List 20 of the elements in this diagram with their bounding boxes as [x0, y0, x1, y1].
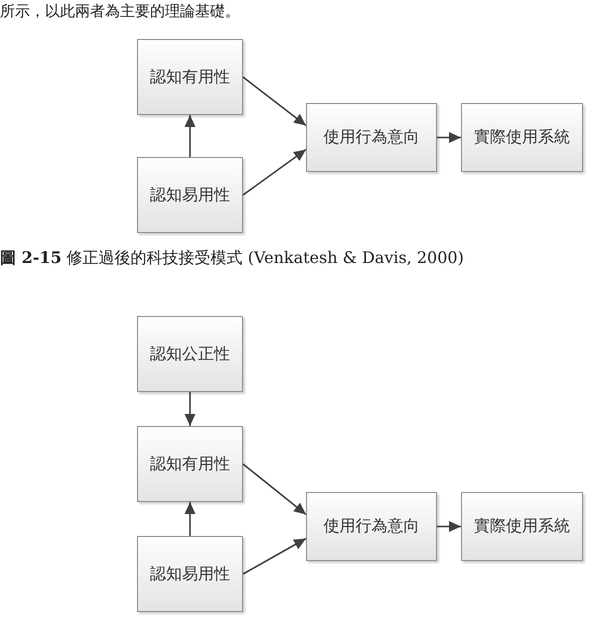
concept-box: 認知公正性 [137, 316, 243, 392]
concept-box: 認知有用性 [137, 39, 243, 115]
concept-box: 實際使用系統 [461, 103, 583, 172]
arrow [242, 148, 306, 196]
figure-caption: 圖 2-15 修正過後的科技接受模式 (Venkatesh & Davis, 2000) [0, 248, 464, 269]
text-line: 所示，以此兩者為主要的理論基礎。 [0, 2, 240, 21]
arrow [242, 76, 306, 126]
concept-box: 認知易用性 [137, 536, 243, 612]
concept-box: 使用行為意向 [306, 103, 437, 172]
arrow [242, 538, 306, 575]
concept-box: 認知有用性 [137, 426, 243, 502]
arrow [437, 132, 461, 143]
arrow [184, 115, 196, 157]
concept-box: 認知易用性 [137, 157, 243, 233]
arrow [437, 521, 461, 532]
arrow [184, 392, 196, 426]
arrow [242, 463, 306, 516]
concept-box: 使用行為意向 [306, 492, 437, 561]
arrow [184, 502, 196, 536]
concept-box: 實際使用系統 [461, 492, 583, 561]
